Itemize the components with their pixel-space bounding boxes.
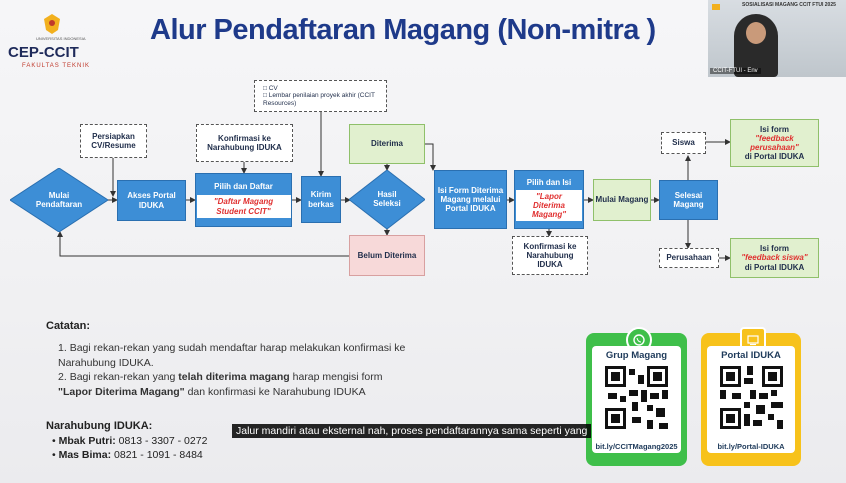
video-caption: Jalur mandiri atau eksternal nah, proses… [232, 424, 592, 438]
pilih-daftar-label: Pilih dan Daftar [214, 182, 273, 192]
contact-putri-name: Mbak Putri: [58, 435, 116, 447]
cv-note-1: □ CV [263, 84, 278, 92]
webcam-overlay: SOSIALISASI MAGANG CCIT FTUI 2025 CCIT-F… [708, 0, 846, 77]
note-text-2e: dan konfirmasi ke Narahubung IDUKA [184, 386, 366, 399]
diterima-box: Diterima [349, 124, 425, 164]
note-text-2d: "Lapor Diterima Magang" [58, 386, 185, 399]
portal-iduka-qr-icon [720, 366, 783, 429]
cv-note-2: □ Lembar penilaian proyek akhir (CCIT Re… [263, 92, 375, 107]
pilih-isi-label: Pilih dan Isi [526, 177, 572, 187]
diamond-mulai [10, 168, 108, 232]
feedback-perusahaan-red: "feedback perusahaan" [750, 133, 799, 152]
feedback-siswa-line3: di Portal IDUKA [744, 262, 805, 272]
pilih-isi-box: Pilih dan Isi "Lapor Diterima Magang" [514, 170, 584, 229]
contact-bima-phone: 0821 - 1091 - 8484 [111, 449, 203, 461]
notes-title: Catatan: [46, 320, 91, 332]
grup-magang-inner: Grup Magang bit.ly/CCITMagang2025 [592, 346, 681, 453]
note-number-1: 1. [58, 342, 67, 354]
feedback-perusahaan-line3: di Portal IDUKA [744, 152, 805, 162]
contact-putri-phone: 0813 - 3307 - 0272 [115, 435, 208, 447]
pilih-isi-red: "Lapor Diterima Magang" [516, 189, 582, 222]
webcam-flag-icon [712, 4, 720, 10]
siswa-box: Siswa [661, 132, 706, 154]
feedback-siswa-box: Isi form "feedback siswa" di Portal IDUK… [730, 238, 819, 278]
portal-iduka-title: Portal IDUKA [721, 350, 781, 361]
isi-form-diterima-box: Isi Form Diterima Magang melalui Portal … [434, 170, 507, 229]
webcam-label: CCIT-FTUI - Env [710, 68, 761, 74]
perusahaan-box: Perusahaan [659, 248, 719, 268]
logo-emblem [44, 14, 60, 34]
mulai-magang-box: Mulai Magang [593, 179, 651, 221]
note-text-2c: harap mengisi form [289, 371, 383, 383]
konfirmasi-narahubung-box-2: Konfirmasi ke Narahubung IDUKA [512, 236, 588, 275]
akses-portal-box: Akses Portal IDUKA [117, 180, 186, 221]
persiapkan-cv-box: Persiapkan CV/Resume [80, 124, 147, 158]
slide-title: Alur Pendaftaran Magang (Non-mitra ) [150, 14, 656, 46]
contact-bima: • Mas Bima: 0821 - 1091 - 8484 [52, 449, 203, 461]
belum-diterima-box: Belum Diterima [349, 235, 425, 276]
grup-magang-title: Grup Magang [605, 350, 668, 361]
pilih-daftar-red: "Daftar Magang Student CCIT" [196, 195, 291, 218]
feedback-perusahaan-line1: Isi form [760, 124, 789, 134]
portal-iduka-url[interactable]: bit.ly/Portal-IDUKA [717, 442, 785, 451]
feedback-perusahaan-box: Isi form "feedback perusahaan" di Portal… [730, 119, 819, 167]
note-text-2b: telah diterima magang [178, 371, 290, 383]
grup-magang-card[interactable]: Grup Magang bit.ly/CCITMagang2025 [586, 327, 687, 466]
note-text-2a: Bagi rekan-rekan yang [69, 371, 179, 383]
webcam-face [746, 22, 766, 44]
konfirmasi-narahubung-box-1: Konfirmasi ke Narahubung IDUKA [196, 124, 293, 162]
feedback-siswa-line1: Isi form [760, 244, 789, 254]
feedback-siswa-red: "feedback siswa" [741, 253, 808, 263]
portal-iduka-inner: Portal IDUKA bit.ly/Portal-IDUKA [707, 346, 795, 453]
contact-putri: • Mbak Putri: 0813 - 3307 - 0272 [52, 435, 208, 447]
hasil-seleksi-label: Hasil Seleksi [373, 190, 401, 208]
note-item-1: 1. Bagi rekan-rekan yang sudah mendaftar… [58, 341, 458, 371]
logo-brand: CEP-CCIT [8, 44, 79, 61]
portal-iduka-card[interactable]: Portal IDUKA bit.ly/Portal-IDUKA [701, 327, 801, 466]
diamond-hasil-seleksi [349, 170, 425, 229]
mulai-pendaftaran-label: Mulai Pendaftaran [35, 191, 83, 209]
contacts-title: Narahubung IDUKA: [46, 420, 153, 432]
grup-magang-qr-icon [605, 366, 668, 429]
grup-magang-url[interactable]: bit.ly/CCITMagang2025 [595, 442, 678, 451]
kirim-berkas-box: Kirim berkas [301, 176, 341, 223]
note-item-2: 2. Bagi rekan-rekan yang telah diterima … [58, 370, 458, 400]
webcam-title: SOSIALISASI MAGANG CCIT FTUI 2025 [742, 2, 836, 8]
note-text-1: Bagi rekan-rekan yang sudah mendaftar ha… [58, 342, 406, 370]
logo-faculty: FAKULTAS TEKNIK [22, 63, 91, 69]
contact-bima-name: Mas Bima: [58, 449, 112, 461]
pilih-daftar-box: Pilih dan Daftar "Daftar Magang Student … [195, 173, 292, 227]
note-number-2: 2. [58, 371, 67, 383]
selesai-magang-box: Selesai Magang [659, 180, 718, 220]
logo-university: UNIVERSITAS INDONESIA [36, 36, 86, 41]
cv-note-box: □ CV □ Lembar penilaian proyek akhir (CC… [254, 80, 387, 112]
